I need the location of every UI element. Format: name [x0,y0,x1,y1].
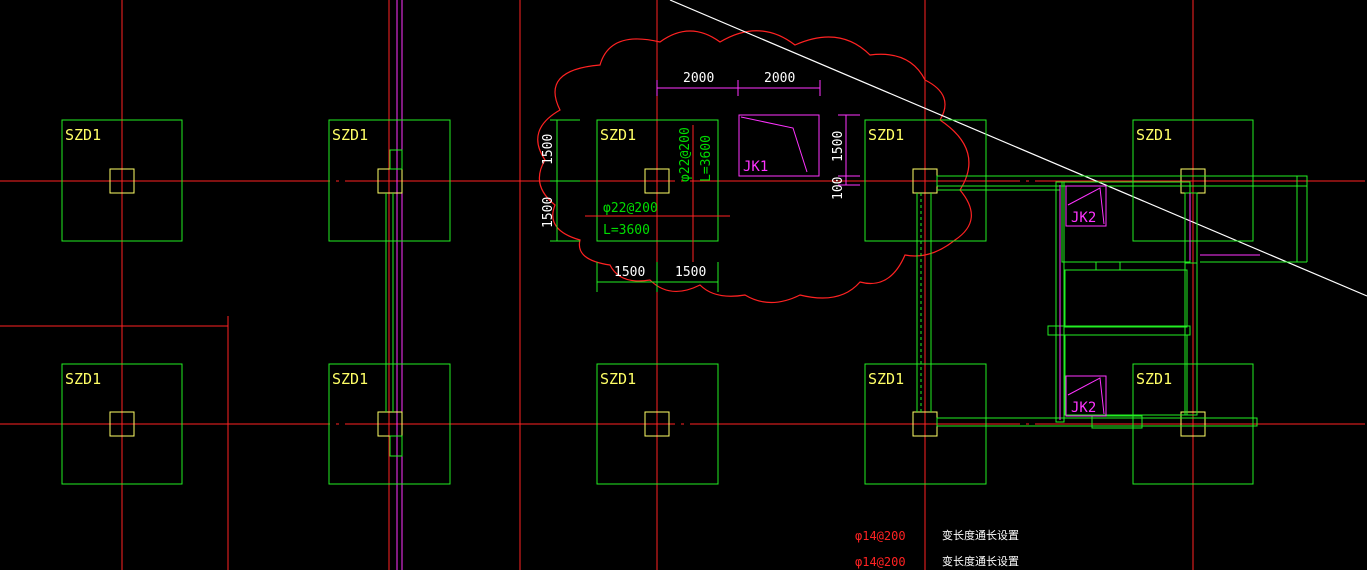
pit-jk1[interactable]: JK1 [738,114,820,177]
rebar-lines [585,125,730,262]
pit-jk2-lower[interactable]: JK2 [1065,375,1107,417]
foundation-pad[interactable]: SZD1 [864,119,987,242]
magenta-beam [396,0,403,570]
dimension-bottom-left: 1500 [614,265,645,280]
column-square [644,168,670,194]
rebar-vertical-length: L=3600 [699,135,714,182]
column-square [109,411,135,437]
dimension-top-left: 2000 [683,71,714,86]
foundation-label: SZD1 [65,370,101,388]
foundation-pad[interactable]: SZD1 [1132,119,1254,242]
revision-cloud [537,30,972,304]
rebar-horizontal-length: L=3600 [603,223,650,238]
foundation-label: SZD1 [1136,370,1172,388]
foundation-label: SZD1 [332,126,368,144]
column-square [1180,411,1206,437]
dimension-top-right: 2000 [764,71,795,86]
foundation-label: SZD1 [868,370,904,388]
foundation-label: SZD1 [868,126,904,144]
pit-label: JK2 [1071,210,1096,226]
foundation-label: SZD1 [600,126,636,144]
foundation-pad[interactable]: SZD1 [328,363,451,485]
pit-label: JK1 [743,159,768,175]
column-square [109,168,135,194]
dimension-left-lower: 1500 [541,197,556,228]
foundation-label: SZD1 [332,370,368,388]
note-description: 变长度通长设置 [942,554,1019,568]
rebar-vertical-spec: φ22@200 [678,127,693,182]
foundation-pad[interactable]: SZD1 [328,119,451,242]
foundation-label: SZD1 [65,126,101,144]
pit-label: JK2 [1071,400,1096,416]
dimension-bottom-right: 1500 [675,265,706,280]
dimension-pit-height: 1500 [831,131,846,162]
foundation-label: SZD1 [600,370,636,388]
note-description: 变长度通长设置 [942,528,1019,542]
foundation-label: SZD1 [1136,126,1172,144]
pit-jk2-upper[interactable]: JK2 [1065,185,1107,227]
rebar-horizontal-spec: φ22@200 [603,201,658,216]
dimension-left-upper: 1500 [541,134,556,165]
column-square [644,411,670,437]
foundation-pad[interactable]: SZD1 [596,119,719,242]
diagonal-section-line [669,0,1367,297]
dimension-pit-offset: 100 [831,177,846,200]
note-rebar-spec: φ14@200 [855,555,906,569]
tie-beams [385,149,1308,457]
dimension-lines-green [550,119,719,292]
dimension-lines [656,80,860,186]
foundation-pad[interactable]: SZD1 [61,119,183,242]
foundation-pad[interactable]: SZD1 [1132,363,1254,485]
note-rebar-spec: φ14@200 [855,529,906,543]
foundation-pad[interactable]: SZD1 [61,363,183,485]
foundation-pad[interactable]: SZD1 [596,363,719,485]
pit-beam-detail [1059,185,1260,420]
